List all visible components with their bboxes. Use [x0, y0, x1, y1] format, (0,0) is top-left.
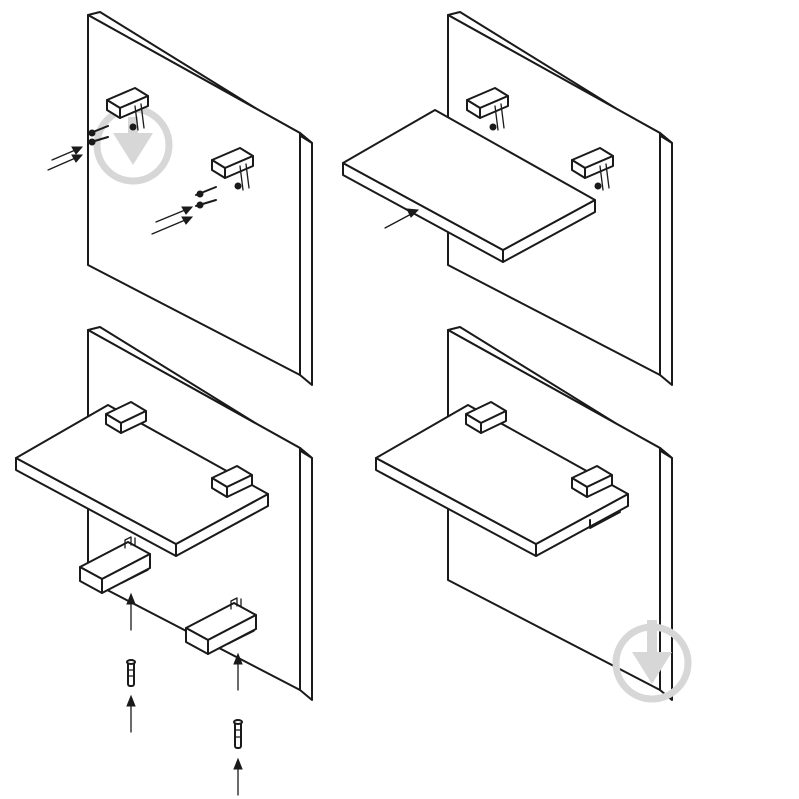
step-3-shelf — [15, 404, 269, 557]
step-2-bracket-b — [571, 147, 614, 191]
download-circle-icon — [612, 620, 692, 703]
step-1-screws-a — [47, 125, 109, 171]
step-4-block-a — [465, 401, 507, 434]
step-1-panel — [87, 11, 313, 386]
step-4-block-b — [571, 465, 613, 498]
step-1-bracket-b — [211, 147, 254, 191]
step-2-arrow — [384, 208, 420, 229]
step-3-cap-a — [79, 536, 151, 594]
step-2-bracket-a — [466, 87, 509, 131]
step-3-block-a — [105, 401, 147, 434]
step-1-screws-b — [151, 186, 217, 235]
step-1-bracket-a — [106, 87, 149, 131]
step-3-block-b — [211, 465, 253, 498]
step-3-arrows — [126, 592, 243, 796]
step-3-screw-b — [233, 719, 243, 749]
step-2-shelf — [342, 109, 596, 263]
step-4-shelf — [375, 404, 629, 557]
step-3-cap-b — [185, 597, 257, 655]
step-3-screw-a — [126, 659, 136, 687]
